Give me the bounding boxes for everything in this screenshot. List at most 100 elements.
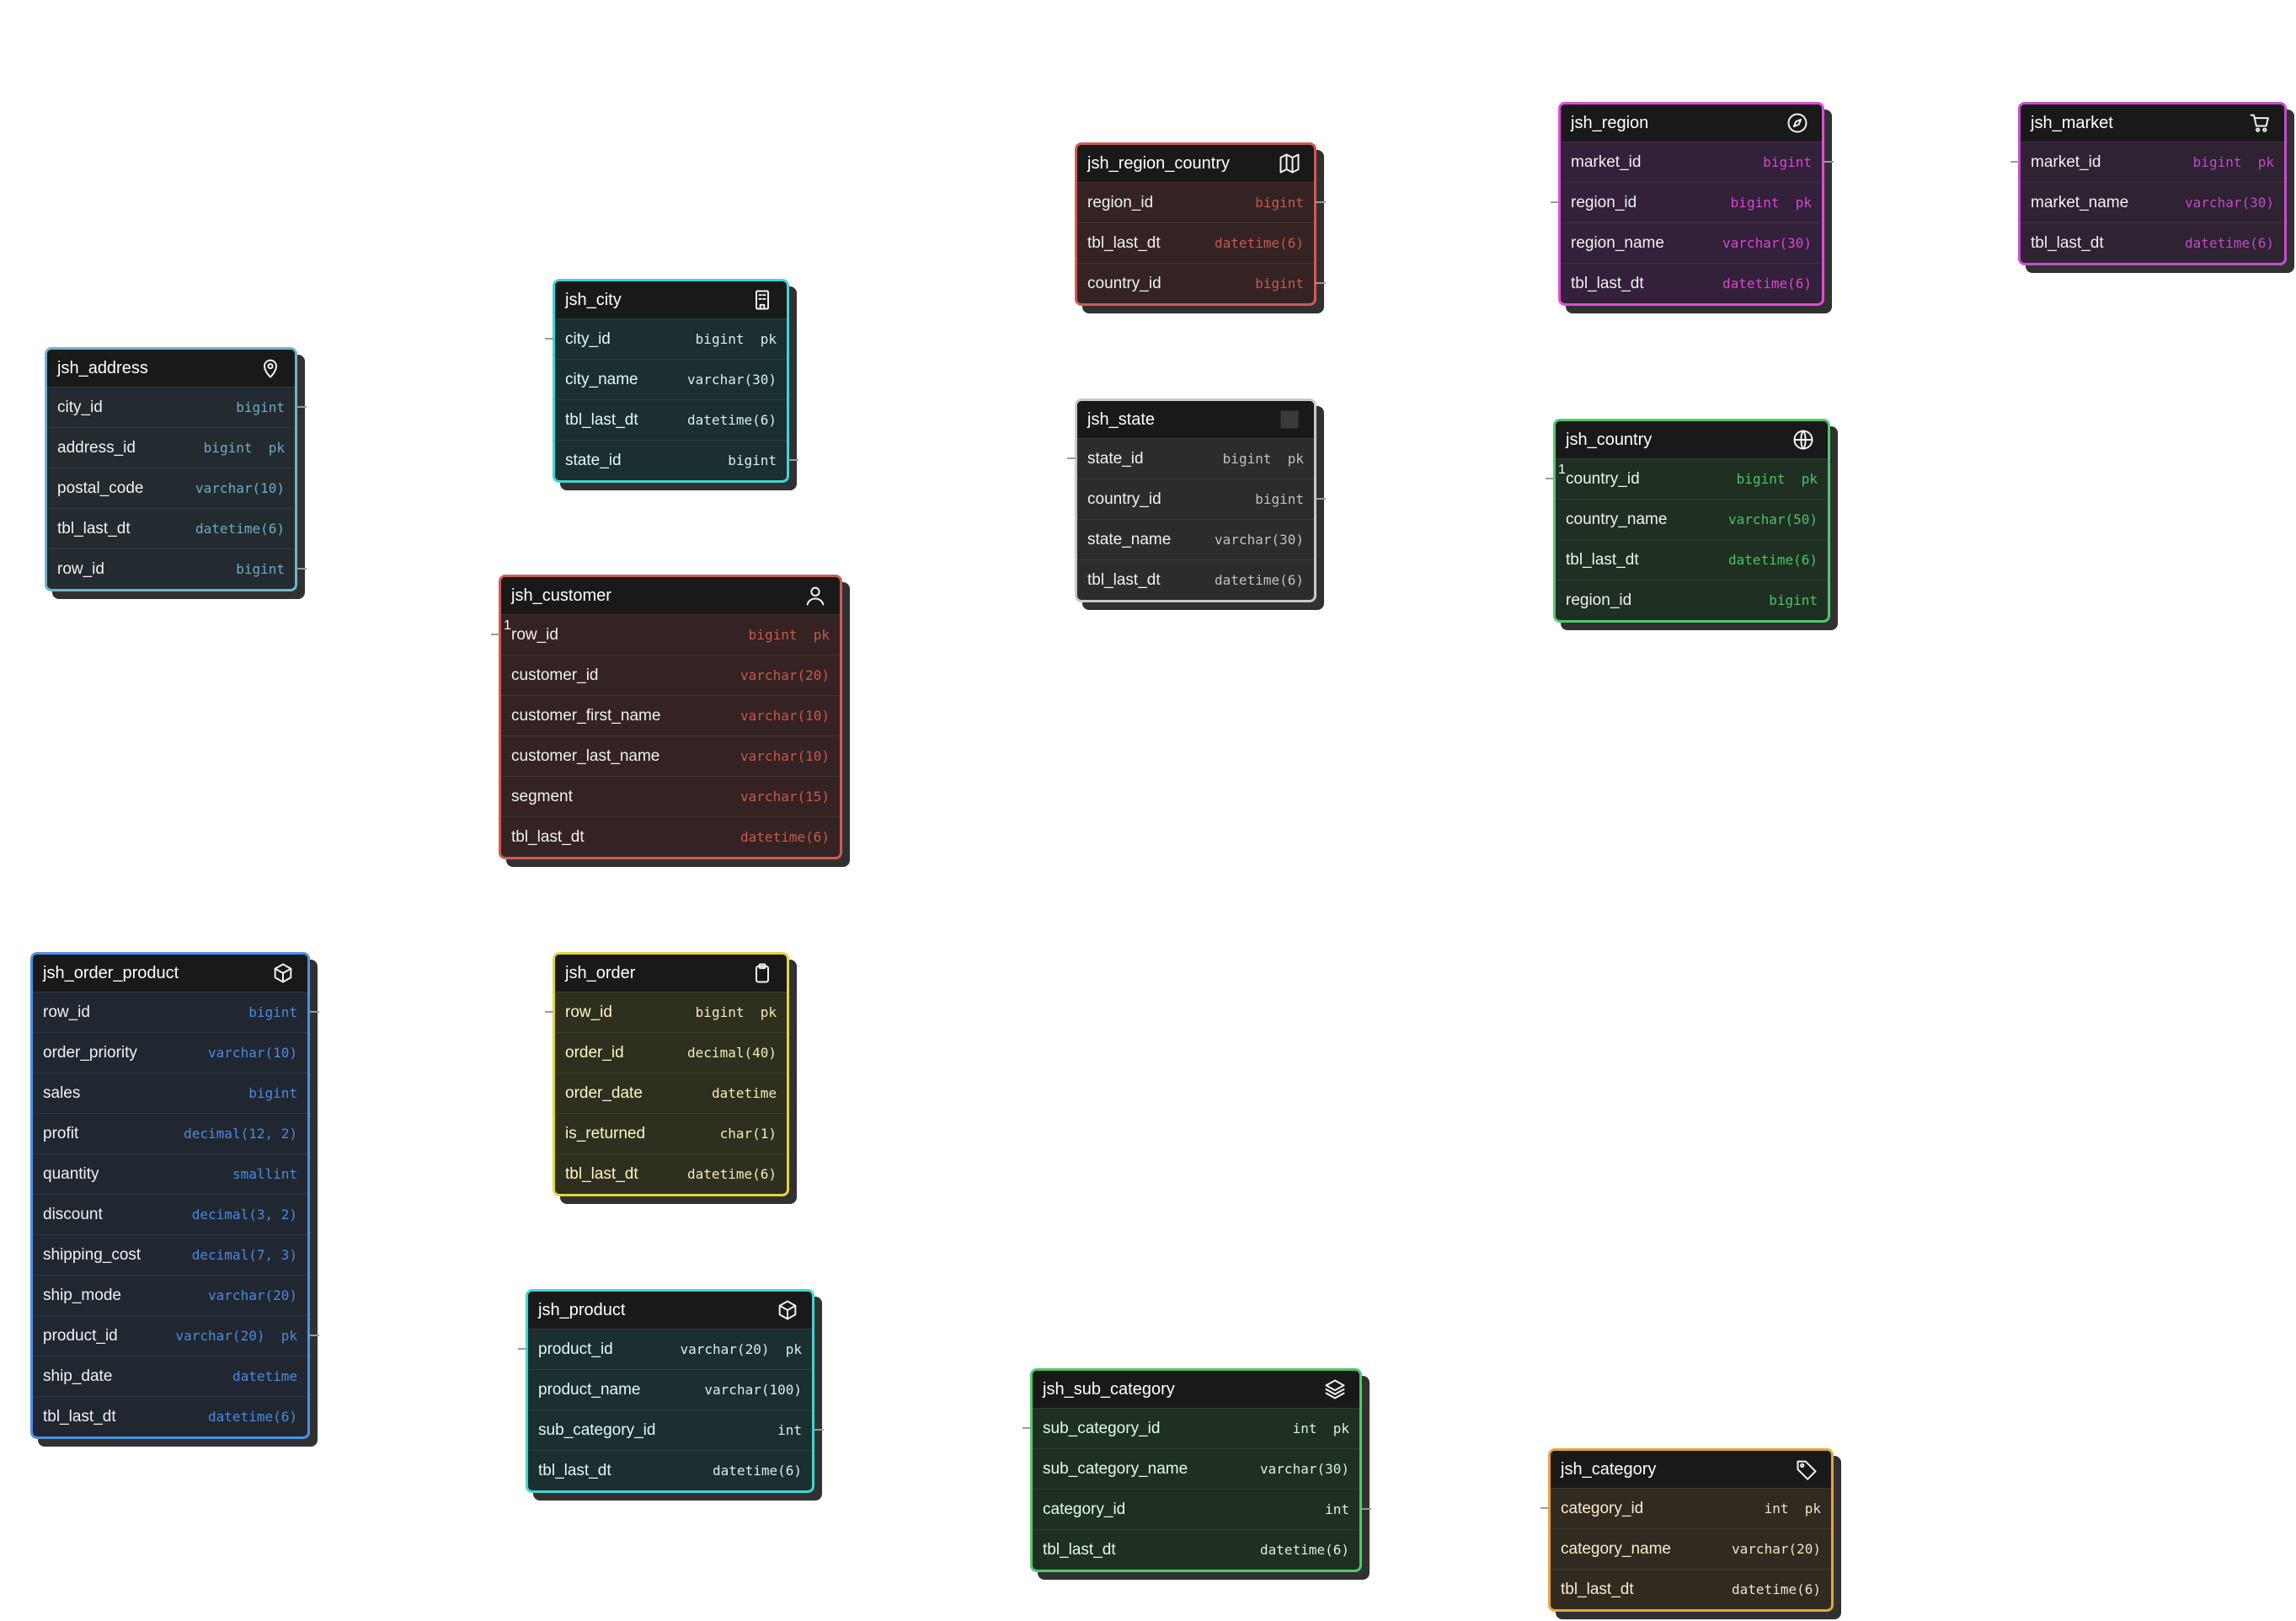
table-header[interactable]: jsh_market: [2021, 104, 2284, 142]
table-header[interactable]: jsh_region: [1561, 104, 1822, 142]
column-name: sub_category_name: [1043, 1459, 1188, 1478]
column-name: market_name: [2031, 193, 2129, 211]
table-header[interactable]: jsh_address: [47, 350, 295, 387]
table-header[interactable]: jsh_sub_category: [1033, 1371, 1359, 1408]
table-header[interactable]: jsh_customer: [501, 577, 840, 614]
column-name: city_id: [57, 398, 103, 416]
table-header[interactable]: jsh_region_country: [1077, 145, 1314, 182]
column-type: bigint pk: [695, 331, 777, 347]
column-name: sales: [43, 1083, 81, 1102]
column-type: datetime(6): [687, 412, 777, 428]
table-header[interactable]: jsh_city: [555, 281, 787, 318]
table-header[interactable]: jsh_product: [528, 1292, 812, 1329]
table-header[interactable]: jsh_state: [1077, 401, 1314, 438]
column-name: row_id: [57, 559, 104, 578]
column-row[interactable]: city_id bigint pk: [545, 318, 787, 359]
column-name: state_name: [1087, 530, 1172, 548]
table-header[interactable]: jsh_order: [555, 955, 787, 992]
column-name: order_priority: [43, 1043, 137, 1062]
column-name: city_id: [565, 329, 611, 348]
table-header[interactable]: jsh_order_product: [33, 955, 307, 992]
table-title: jsh_market: [2031, 113, 2113, 132]
table-header[interactable]: jsh_category: [1551, 1451, 1831, 1488]
column-name: category_id: [1043, 1500, 1126, 1518]
column-type: varchar(20) pk: [175, 1328, 298, 1344]
table-header[interactable]: jsh_country: [1556, 421, 1828, 458]
